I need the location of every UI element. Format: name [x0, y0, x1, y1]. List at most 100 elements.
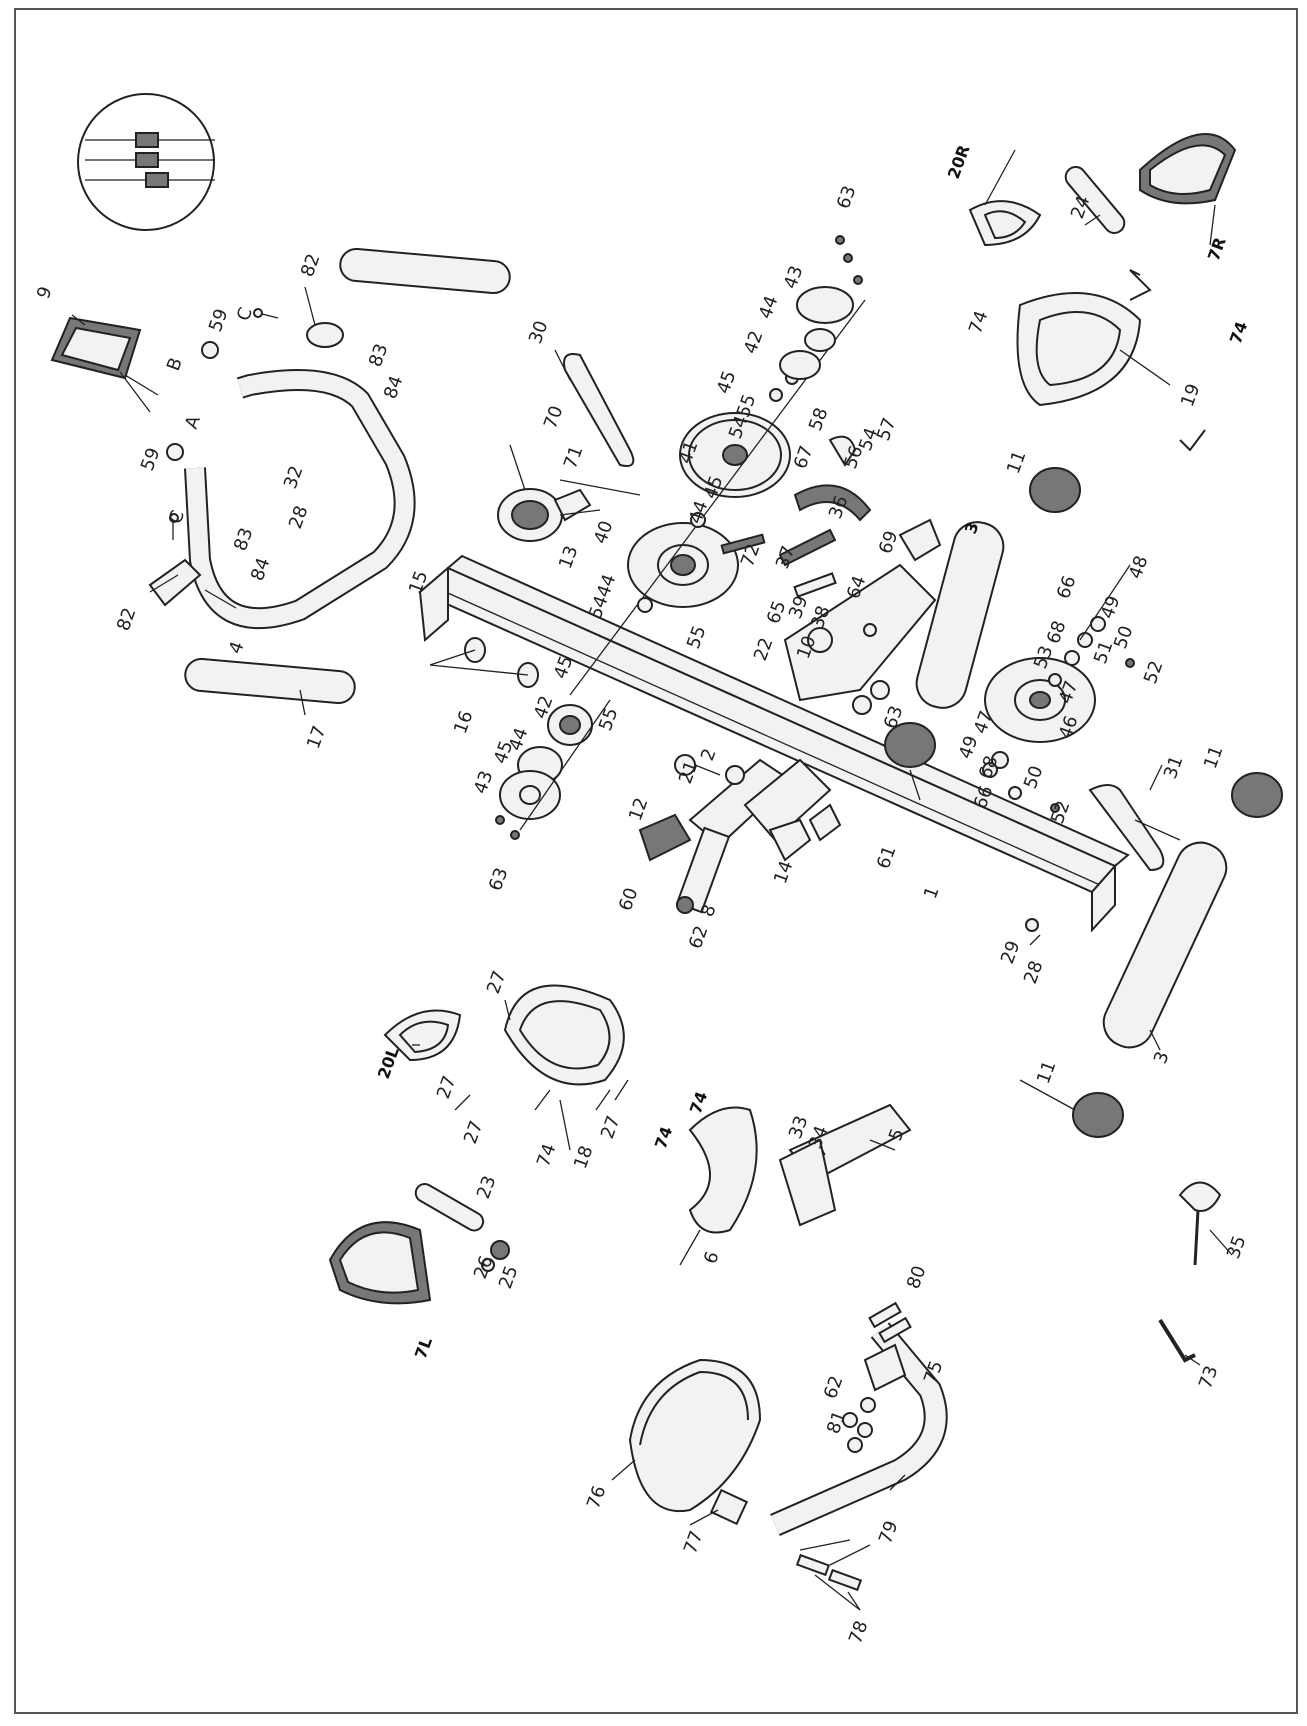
label-11: 11: [1003, 448, 1031, 477]
label-74: 74: [651, 1124, 676, 1151]
label-32: 32: [280, 463, 308, 492]
label-74: 74: [533, 1141, 561, 1170]
label-7r: 7R: [1204, 235, 1230, 264]
label-80: 80: [903, 1263, 931, 1292]
label-69: 69: [875, 528, 903, 557]
label-50: 50: [1020, 763, 1048, 792]
label-14: 14: [770, 858, 798, 887]
seat-slider: [778, 1103, 912, 1227]
left-bearing-stack: [464, 637, 611, 840]
label-71: 71: [560, 443, 588, 472]
label-27: 27: [433, 1073, 461, 1102]
label-62: 62: [820, 1373, 848, 1402]
label-48: 48: [1125, 553, 1153, 582]
label-27: 27: [460, 1118, 488, 1147]
label-78: 78: [845, 1618, 873, 1647]
label-59: 59: [137, 445, 165, 474]
label-27: 27: [597, 1113, 625, 1142]
flywheel-assembly: [569, 235, 866, 696]
label-68: 68: [1043, 618, 1071, 647]
label-74: 74: [1226, 319, 1251, 346]
backrest: [628, 1301, 948, 1592]
label-16: 16: [450, 708, 478, 737]
label-42: 42: [740, 328, 768, 357]
belt-lower: [1088, 784, 1165, 872]
label-19: 19: [1177, 381, 1205, 410]
label-3: 3: [1150, 1049, 1174, 1067]
label-39: 39: [785, 593, 813, 622]
label-83: 83: [230, 525, 258, 554]
label-43: 43: [780, 263, 808, 292]
label-1: 1: [920, 884, 944, 902]
label-66: 66: [1053, 573, 1081, 602]
label-84: 84: [247, 555, 275, 584]
idler-bracket: [783, 518, 942, 715]
label-82: 82: [113, 605, 141, 634]
label-43: 43: [470, 768, 498, 797]
label-81: 81: [823, 1408, 851, 1437]
label-27: 27: [483, 968, 511, 997]
label-79: 79: [875, 1518, 903, 1547]
label-11: 11: [1200, 743, 1228, 772]
label-40: 40: [590, 518, 618, 547]
label-25: 25: [495, 1263, 523, 1292]
label-18: 18: [570, 1143, 598, 1172]
label-c: C: [233, 305, 257, 324]
console: [50, 316, 219, 461]
label-76: 76: [583, 1483, 611, 1512]
label-52: 52: [1140, 658, 1168, 687]
label-59: 59: [205, 306, 233, 335]
label-61: 61: [873, 843, 901, 872]
left-crank-cover: [328, 984, 625, 1305]
label-49: 49: [955, 733, 983, 762]
main-frame: [418, 554, 1130, 933]
label-44: 44: [755, 293, 783, 322]
page-border: [14, 8, 1298, 1714]
label-20r: 20R: [944, 142, 974, 181]
tools: [1158, 1181, 1222, 1363]
label-84: 84: [380, 373, 408, 402]
label-23: 23: [473, 1173, 501, 1202]
label-30: 30: [525, 318, 553, 347]
label-6: 6: [700, 1249, 724, 1267]
label-70: 70: [540, 403, 568, 432]
seat-post-assembly: [638, 754, 842, 914]
label-28: 28: [285, 503, 313, 532]
leader-lines: [71, 149, 1233, 1611]
magnet-brake: [720, 435, 872, 598]
label-58: 58: [805, 405, 833, 434]
label-74: 74: [965, 308, 993, 337]
handlebar: [148, 308, 416, 630]
grip-tubes: [184, 247, 511, 705]
label-28: 28: [1020, 958, 1048, 987]
label-82: 82: [297, 251, 325, 280]
label-77: 77: [680, 1528, 708, 1557]
label-63: 63: [485, 865, 513, 894]
label-60: 60: [615, 885, 643, 914]
label-35: 35: [1223, 1233, 1251, 1262]
label-5444: 5444: [585, 571, 620, 621]
label-83: 83: [365, 341, 393, 370]
label-73: 73: [1195, 1363, 1223, 1392]
label-62: 62: [685, 923, 713, 952]
label-11: 11: [1033, 1058, 1061, 1087]
right-crank-cover: [968, 133, 1237, 407]
label-8: 8: [697, 902, 721, 920]
rear-stabilizer: [884, 467, 1081, 768]
label-4: 4: [225, 639, 249, 657]
misc-fasteners: [454, 429, 1206, 1111]
label-12: 12: [625, 795, 653, 824]
label-29: 29: [997, 938, 1025, 967]
seat-pad-6: [688, 1106, 758, 1234]
connector-inset: [77, 93, 215, 231]
label-17: 17: [303, 723, 331, 752]
label-13: 13: [555, 543, 583, 572]
label-55: 55: [683, 623, 711, 652]
label-7l: 7L: [411, 1335, 436, 1362]
label-45: 45: [713, 368, 741, 397]
tension-knob: [497, 444, 641, 542]
label-31: 31: [1160, 753, 1188, 782]
label-a: A: [181, 412, 205, 431]
